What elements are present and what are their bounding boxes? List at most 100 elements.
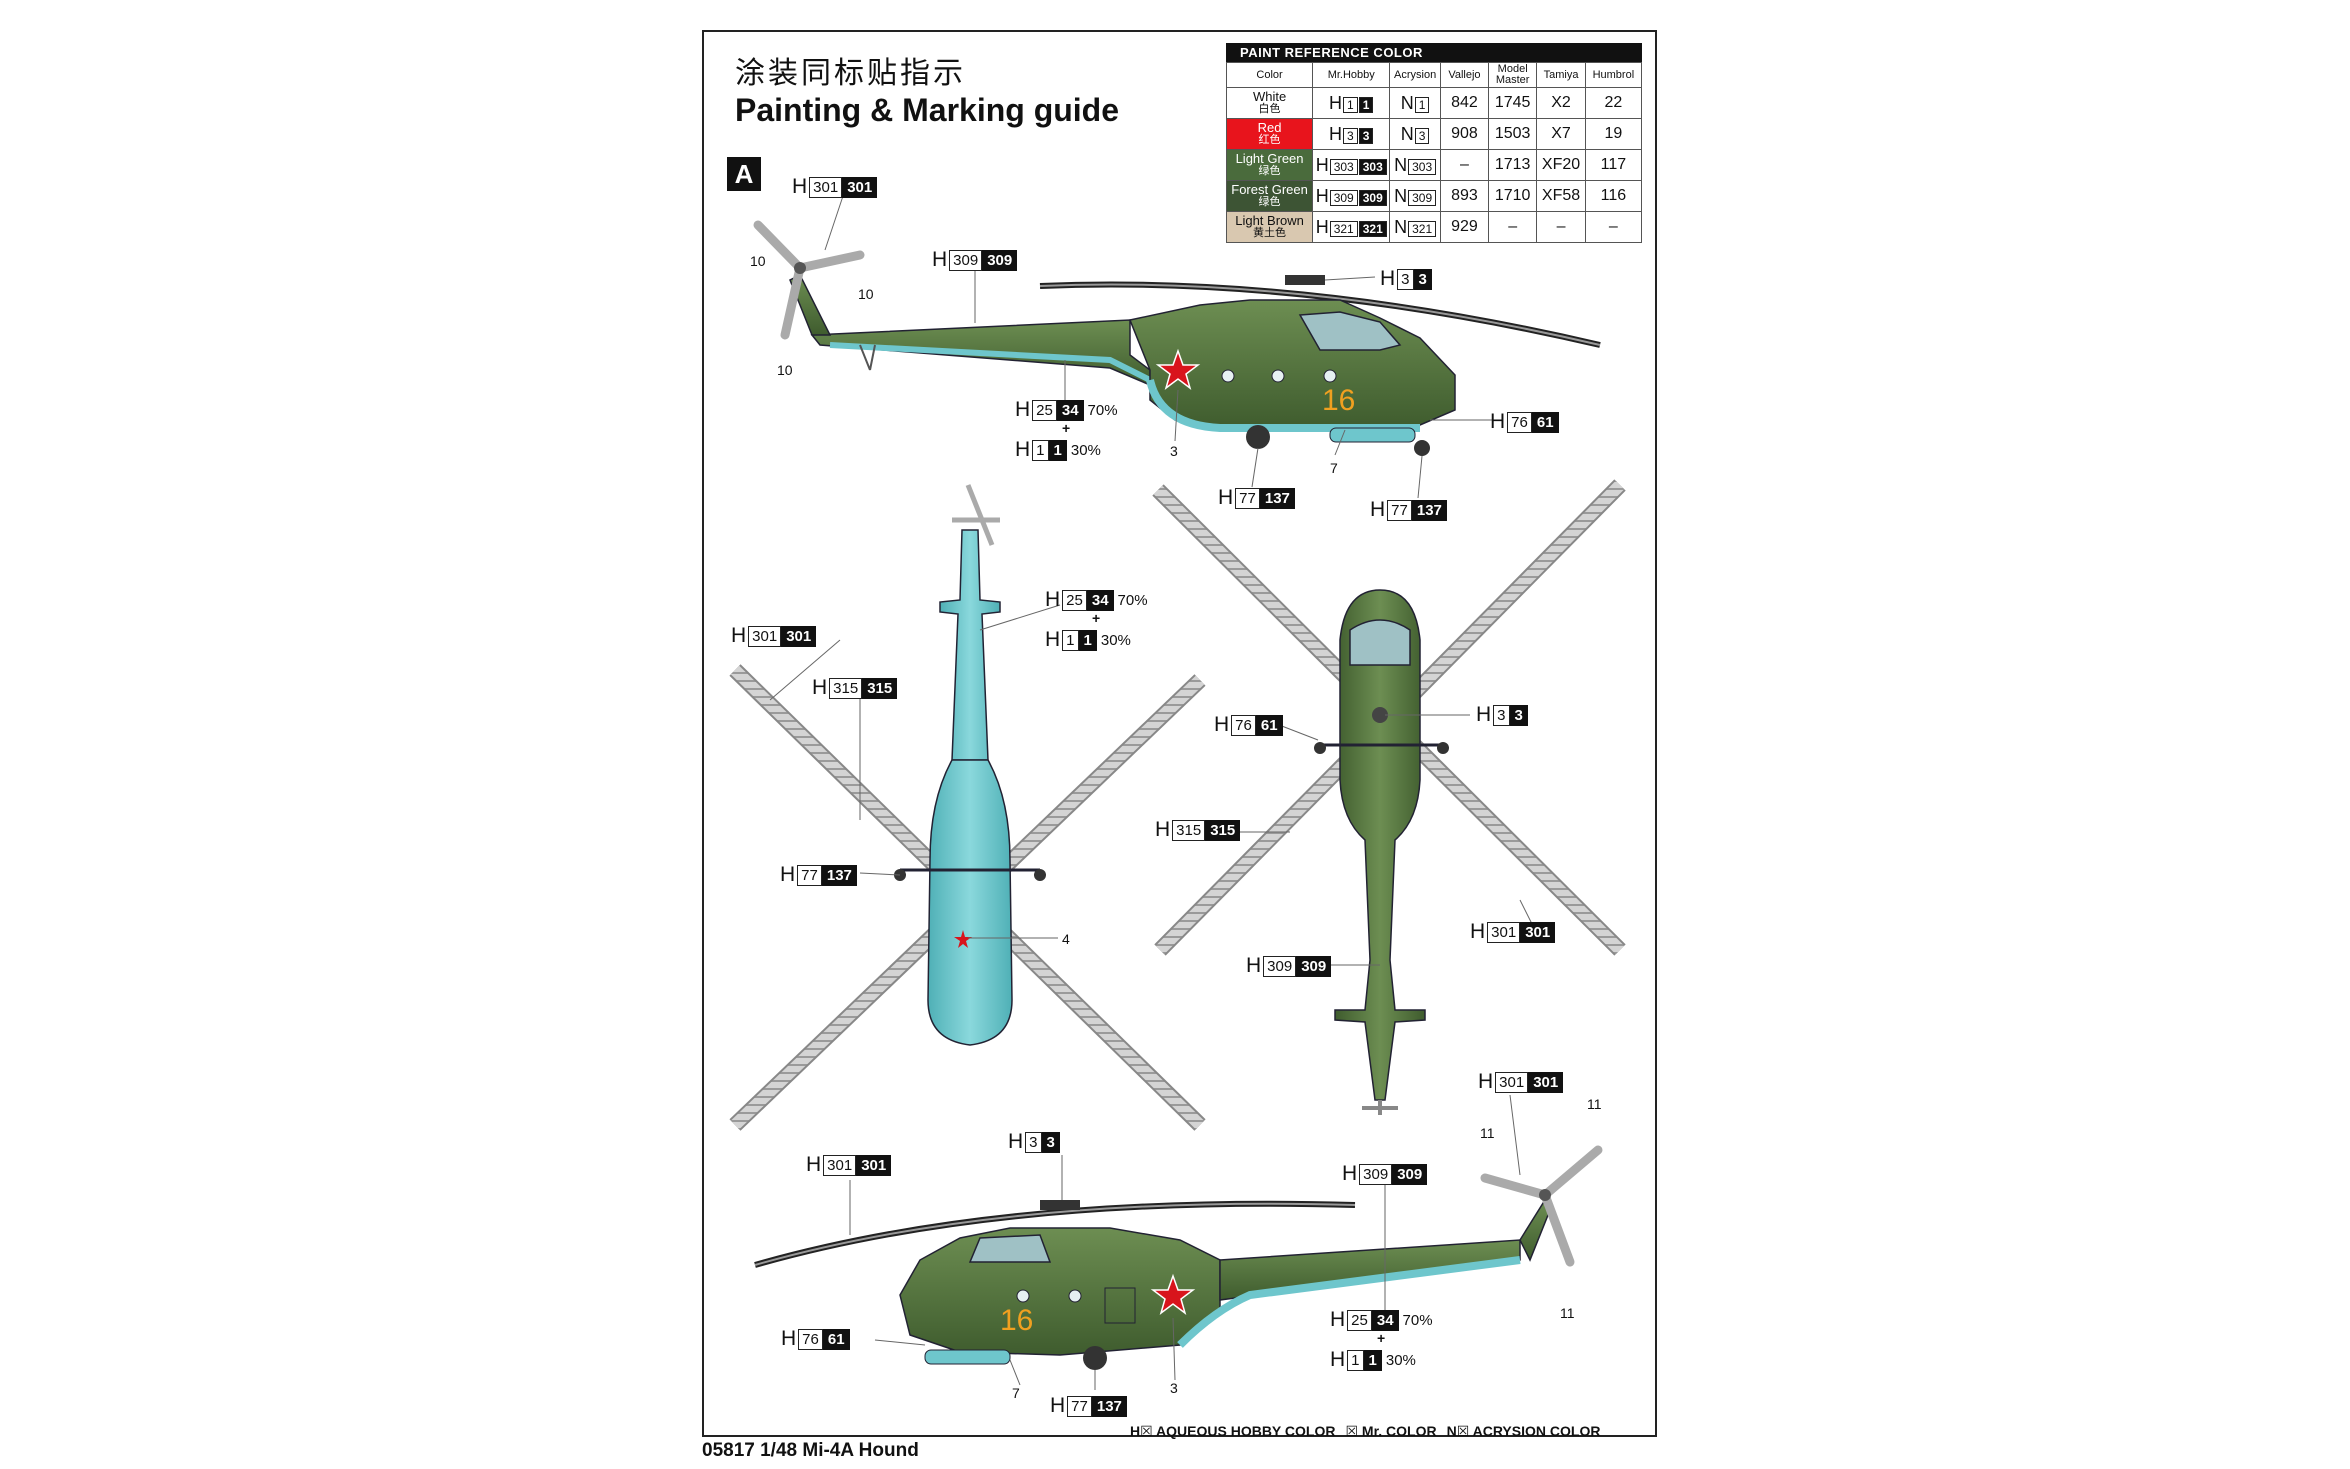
tail-rotor <box>753 220 865 340</box>
color-name: Light Brown <box>1235 213 1304 228</box>
paint-modelmaster: – <box>1488 211 1538 243</box>
decal-number: 10 <box>777 362 793 378</box>
leader-lines <box>769 189 1536 1390</box>
paint-tamiya: XF20 <box>1536 149 1586 181</box>
side-view-right: 16 <box>753 220 1601 456</box>
title-chinese: 涂装同标贴指示 <box>735 57 966 90</box>
side-code-number: 16 <box>1322 384 1355 417</box>
top-rotor-hub <box>1372 707 1388 723</box>
nose-wheel <box>1414 440 1430 456</box>
col-mrhobby: Mr.Hobby <box>1312 62 1391 88</box>
underside-fuselage <box>927 759 1013 1046</box>
rotor-hub <box>1285 275 1325 285</box>
color-name: Red <box>1257 120 1282 135</box>
paint-vallejo: 929 <box>1439 211 1490 243</box>
underside-tail-boom <box>939 529 1001 761</box>
mix-plus-under: + <box>1092 610 1101 626</box>
col-color: Color <box>1225 62 1314 88</box>
decal-number: 3 <box>1170 443 1178 459</box>
decal-number: 11 <box>1560 1305 1575 1321</box>
legend-aqueous: H☒ AQUEOUS HOBBY COLOR <box>1130 1423 1336 1439</box>
side-view-left: 16 <box>754 1145 1603 1370</box>
decal-number: 11 <box>1480 1125 1495 1141</box>
color-name-cn: 红色 <box>1258 134 1281 146</box>
scheme-badge: A <box>727 157 761 191</box>
mix-plus-lower: + <box>1377 1330 1386 1346</box>
paint-humbrol: – <box>1584 211 1643 243</box>
color-name-cn: 白色 <box>1258 103 1281 115</box>
color-legend: H☒ AQUEOUS HOBBY COLOR ☒ Mr. COLOR N☒ AC… <box>1130 1423 1600 1440</box>
mix-plus: + <box>1062 420 1071 436</box>
paint-tamiya: XF58 <box>1536 180 1586 212</box>
col-tamiya: Tamiya <box>1536 62 1586 88</box>
decal-number: 7 <box>1330 460 1338 476</box>
decal-number: 7 <box>1012 1385 1020 1401</box>
underside-view <box>729 484 1206 1131</box>
color-name: Light Green <box>1235 151 1304 166</box>
red-star-insignia-lower <box>1150 1273 1196 1315</box>
red-star-insignia <box>1155 348 1201 390</box>
cockpit-glazing <box>1298 311 1402 351</box>
legend-mrcolor: ☒ Mr. COLOR <box>1345 1423 1437 1439</box>
paint-humbrol: 22 <box>1584 87 1643 119</box>
paint-table-heading: PAINT REFERENCE COLOR <box>1226 43 1642 62</box>
color-name: Forest Green <box>1231 182 1308 197</box>
color-name-cn: 黄土色 <box>1253 227 1287 239</box>
tail-rotor-lower <box>1480 1145 1603 1267</box>
cockpit-glazing-lower <box>968 1234 1052 1263</box>
decal-number: 10 <box>858 286 874 302</box>
decal-number: 10 <box>750 253 766 269</box>
paint-humbrol: 116 <box>1584 180 1643 212</box>
title-english: Painting & Marking guide <box>735 92 1120 128</box>
col-vallejo: Vallejo <box>1439 62 1490 88</box>
decal-number: 4 <box>1062 931 1070 947</box>
color-name-cn: 绿色 <box>1258 165 1281 177</box>
legend-acrysion: N☒ ACRYSION COLOR <box>1446 1423 1601 1439</box>
paint-humbrol: 117 <box>1584 149 1643 181</box>
color-name-cn: 绿色 <box>1258 196 1281 208</box>
paint-tamiya: – <box>1536 211 1586 243</box>
top-view <box>1152 479 1626 1115</box>
decal-number: 11 <box>1587 1096 1602 1112</box>
paint-reference-table: PAINT REFERENCE COLOR Color Mr.Hobby Acr… <box>1225 43 1643 243</box>
